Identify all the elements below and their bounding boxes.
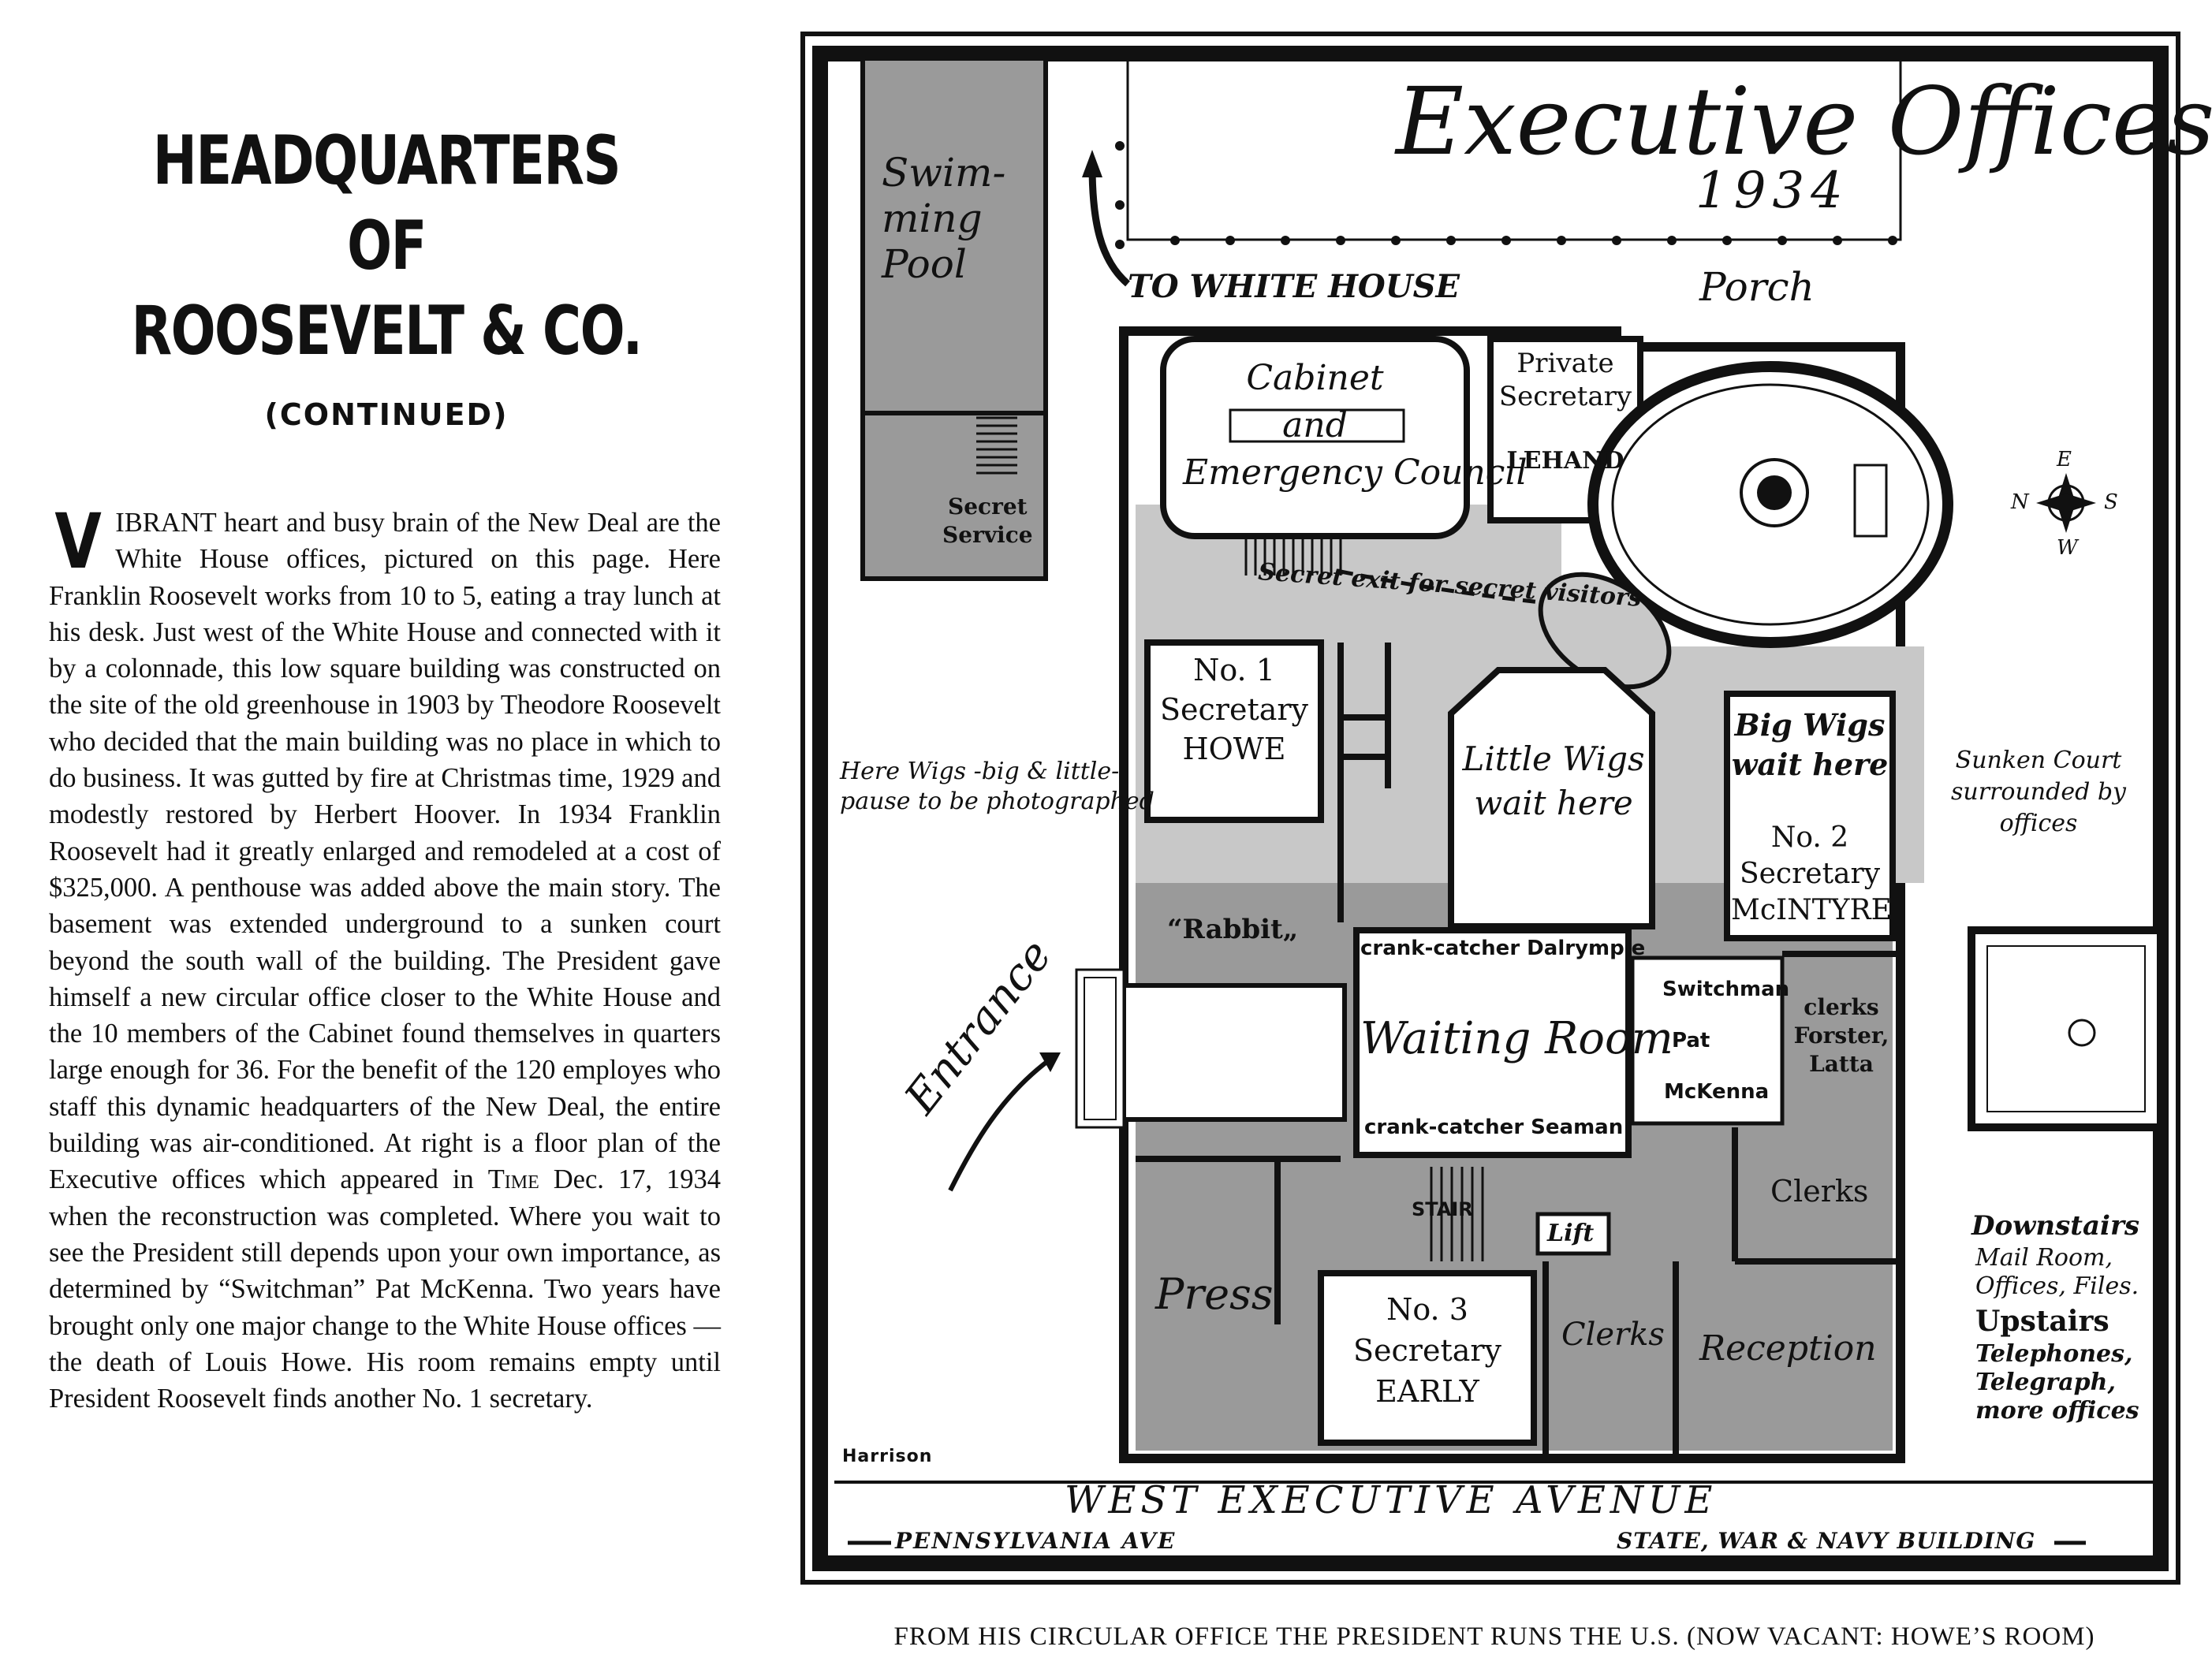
clerks-right-label: Clerks (1770, 1174, 1869, 1209)
compass-south: S (2104, 490, 2118, 514)
compass-north: N (2011, 490, 2029, 514)
drop-cap: V (54, 497, 102, 586)
article-header: HEADQUARTERS OF ROOSEVELT & CO. (CONTINU… (47, 118, 726, 432)
time-magazine-name: Time (487, 1164, 539, 1195)
colonnade-dots (1115, 141, 1897, 249)
compass-rose (2036, 473, 2096, 533)
compass-east: E (2057, 448, 2072, 471)
subhead: (CONTINUED) (264, 397, 509, 432)
clerks-mid-label: Clerks (1561, 1317, 1665, 1353)
cabinet-table (1229, 408, 1405, 443)
map-outer-border (800, 32, 2180, 1585)
early-room (1318, 1270, 1537, 1446)
reception-label: Reception (1699, 1328, 1877, 1369)
secret-service-stair (976, 416, 1017, 475)
mckenna-label: McKenna (1664, 1080, 1770, 1104)
waiting-room-label: Waiting Room (1360, 1013, 1673, 1064)
garden-outline (1126, 57, 1902, 241)
artist-credit: Harrison (842, 1447, 933, 1466)
waiting-room (1353, 927, 1632, 1158)
president-desk (1853, 464, 1888, 538)
map-inner-border (812, 46, 2169, 1571)
to-white-house-label: TO WHITE HOUSE (1128, 268, 1460, 305)
switchman-label: Switchman (1662, 978, 1790, 1001)
downstairs-detail: Mail Room,Offices, Files. (1975, 1244, 2139, 1300)
compass-west: W (2057, 536, 2078, 560)
press-label: Press (1155, 1269, 1274, 1319)
state-war-navy-label: STATE, WAR & NAVY BUILDING (1617, 1528, 2036, 1554)
headline-line-2: ROOSEVELT & CO. (131, 292, 643, 371)
lift (1535, 1212, 1611, 1256)
to-white-house-arrow (1088, 165, 1131, 287)
map-caption: FROM HIS CIRCULAR OFFICE THE PRESIDENT R… (893, 1622, 2095, 1651)
pennsylvania-ave-label: PENNSYLVANIA AVE (895, 1528, 1177, 1554)
upstairs-label: Upstairs (1975, 1305, 2109, 1338)
lehand-label: LEHAND (1506, 447, 1624, 475)
map-year: 1934 (1695, 162, 1849, 220)
little-wigs-room (1448, 667, 1655, 929)
entrance-arrow (948, 1058, 1050, 1192)
downstairs-label: Downstairs (1971, 1210, 2139, 1242)
article-body-part-2: Dec. 17, 1934 when the reconstruction wa… (49, 1164, 722, 1414)
porch-label: Porch (1699, 264, 1815, 310)
crank-seaman-label: crank-catcher Seaman (1364, 1116, 1624, 1139)
article-body-part-1: IBRANT heart and busy brain of the New D… (49, 508, 721, 1195)
crank-dalrymple-label: crank-catcher Dalrymple (1360, 937, 1646, 960)
stair-label: STAIR (1412, 1198, 1473, 1220)
entrance-hall (1121, 983, 1347, 1122)
switchman-booth (1630, 955, 1785, 1126)
big-wigs-room (1724, 691, 1896, 941)
interior-walls (1136, 643, 1901, 1458)
lift-label: Lift (1547, 1220, 1595, 1247)
map-title: Executive Offices (1396, 67, 2212, 176)
north-stair (1244, 536, 1342, 576)
pat-label: Pat (1672, 1029, 1710, 1052)
south-stair (1430, 1167, 1484, 1261)
secret-exit-path (1340, 569, 1625, 613)
upstairs-detail: Telephones,Telegraph,more offices (1975, 1340, 2139, 1425)
map-inner-border-2 (825, 58, 2156, 1559)
rabbit-label: “Rabbit„ (1167, 914, 1299, 945)
photographed-label: Here Wigs -big & little-pause to be phot… (840, 758, 1154, 815)
headline-line-1: HEADQUARTERS OF (152, 121, 621, 285)
howe-room (1144, 639, 1324, 823)
west-executive-avenue-label: WEST EXECUTIVE AVENUE (1065, 1478, 1718, 1522)
